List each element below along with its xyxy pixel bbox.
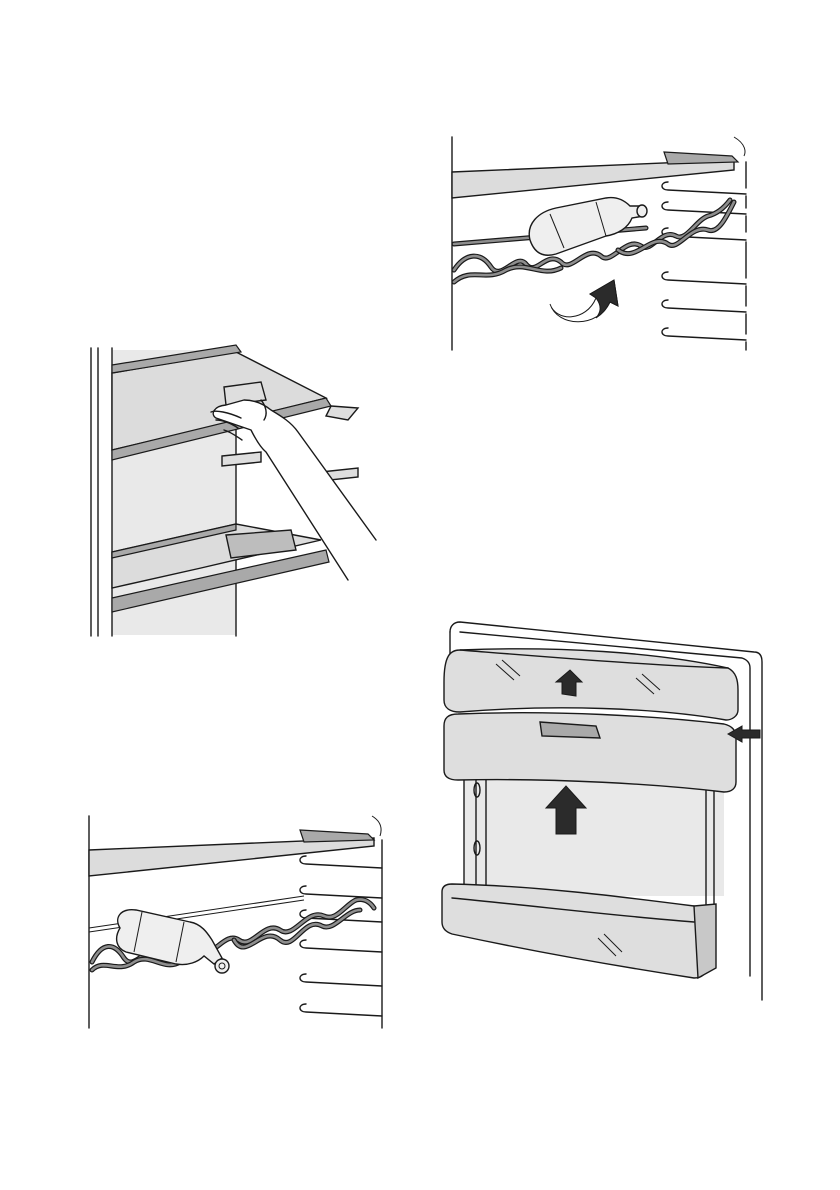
shelf-removal-figure bbox=[86, 340, 386, 640]
wine-rack-top-illustration bbox=[446, 132, 756, 357]
shelf-removal-illustration bbox=[86, 340, 386, 640]
wine-rack-top-figure bbox=[446, 132, 756, 357]
wine-rack-bottom-illustration bbox=[84, 812, 390, 1034]
wine-rack-bottom-figure bbox=[84, 812, 390, 1034]
shelf-ribs bbox=[662, 162, 746, 350]
shelf-ribs bbox=[300, 840, 382, 1028]
door-balcony-illustration bbox=[436, 616, 770, 1004]
door-balcony-figure bbox=[436, 616, 770, 1004]
